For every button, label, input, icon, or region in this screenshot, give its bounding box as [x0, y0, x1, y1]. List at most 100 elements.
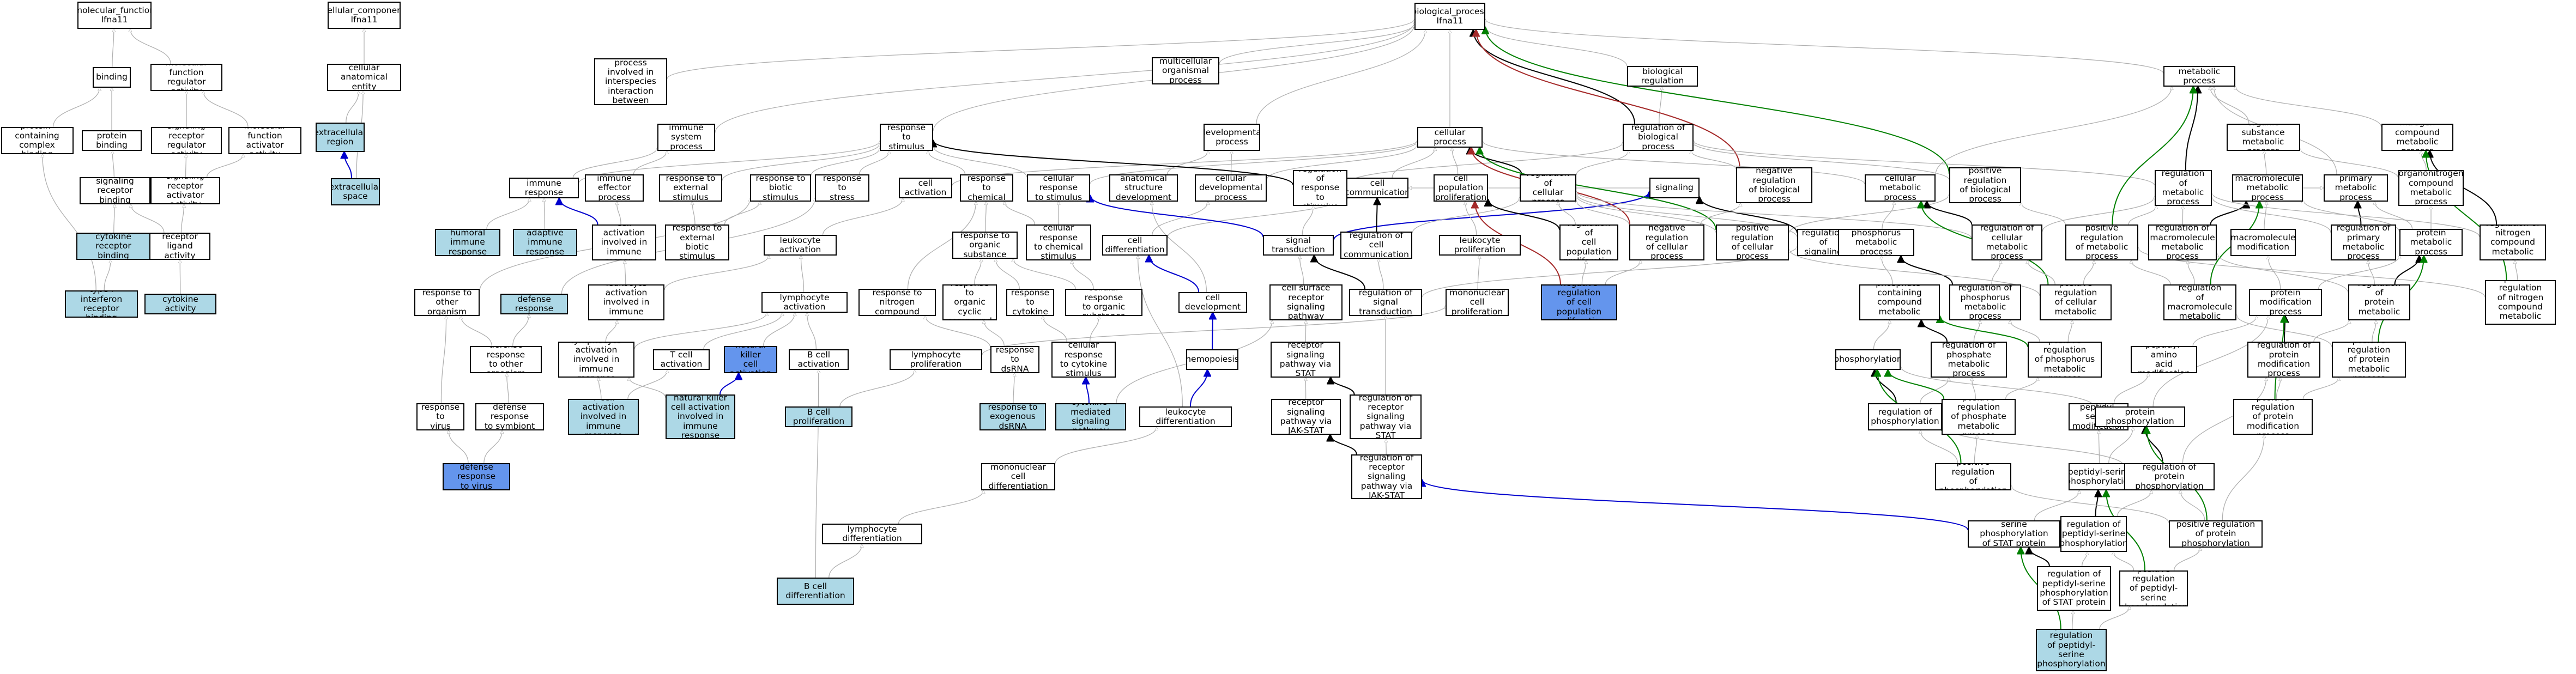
go-term-node-sraa2[interactable]: signaling receptor activator activity	[150, 177, 220, 204]
go-term-node-iep[interactable]: immune effector process	[585, 174, 644, 202]
go-term-node-rtoo[interactable]: response to other organism	[414, 289, 480, 316]
go-term-node-rtes[interactable]: response to external stimulus	[659, 174, 722, 202]
go-term-node-tca[interactable]: T cell activation	[653, 349, 710, 370]
go-term-node-cdev[interactable]: cell development	[1178, 292, 1247, 313]
go-term-node-rsp_jak[interactable]: receptor signaling pathway via JAK-STAT	[1271, 399, 1341, 435]
go-term-node-rtbs[interactable]: response to biotic stimulus	[750, 174, 811, 202]
go-term-node-csrsp[interactable]: cell surface receptor signaling pathway	[1269, 284, 1343, 320]
go-term-node-rbp[interactable]: regulation of biological process	[1623, 124, 1694, 151]
go-term-node-es[interactable]: extracellular space	[331, 178, 380, 205]
go-term-node-rpmod[interactable]: regulation of protein modification proce…	[2247, 342, 2320, 378]
go-term-node-prphos[interactable]: positive regulation of phosphorylation	[1935, 463, 2011, 490]
go-term-node-rpspstat[interactable]: regulation of peptidyl-serine phosphoryl…	[2037, 566, 2111, 611]
go-term-node-rrsp[interactable]: regulation of receptor signaling pathway…	[1350, 394, 1422, 439]
go-term-node-pmod[interactable]: protein modification process	[2249, 289, 2322, 316]
go-term-node-mcd[interactable]: mononuclear cell differentiation	[981, 463, 1055, 490]
go-term-node-crts[interactable]: cellular response to stimulus	[1027, 174, 1090, 202]
go-term-node-nkcaiir[interactable]: natural killer cell activation involved …	[666, 394, 735, 439]
go-term-node-prncmp[interactable]: positive regulation of nitrogen compound…	[2485, 280, 2556, 325]
go-term-node-pccmp[interactable]: phosphate-containing compound metabolic …	[1859, 284, 1940, 320]
go-term-node-cmp[interactable]: cellular metabolic process	[1865, 174, 1936, 202]
go-term-node-rtnc[interactable]: response to nitrogen compound	[858, 289, 936, 316]
go-term-node-rncmp[interactable]: regulation of nitrogen compound metaboli…	[2480, 224, 2546, 260]
go-term-node-devp[interactable]: developmental process	[1204, 124, 1260, 151]
go-term-node-rtocc[interactable]: response to organic cyclic compound	[942, 284, 997, 320]
go-term-node-laiir[interactable]: leukocyte activation involved in immune …	[588, 284, 664, 320]
go-term-node-isp[interactable]: immune system process	[657, 124, 715, 151]
go-term-node-tcaiir[interactable]: T cell activation involved in immune res…	[568, 399, 639, 435]
go-term-node-ldiff[interactable]: leukocyte differentiation	[1139, 406, 1232, 427]
go-term-node-nrbp[interactable]: negative regulation of biological proces…	[1736, 167, 1812, 203]
go-term-node-rsp_stat[interactable]: receptor signaling pathway via STAT	[1271, 342, 1340, 378]
go-term-node-mmp[interactable]: macromolecule metabolic process	[2232, 174, 2303, 202]
go-term-node-rphtmp[interactable]: regulation of phosphate metabolic proces…	[1931, 342, 2007, 378]
go-term-node-rtv[interactable]: response to virus	[416, 403, 464, 430]
go-term-node-rtebs[interactable]: response to external biotic stimulus	[665, 224, 729, 260]
go-term-node-rpphos[interactable]: regulation of protein phosphorylation	[2124, 463, 2215, 490]
go-term-node-asd[interactable]: anatomical structure development	[1109, 174, 1178, 202]
go-term-node-rphos[interactable]: regulation of phosphorylation	[1868, 403, 1942, 430]
go-term-node-rphmp[interactable]: regulation of phosphorus metabolic proce…	[1949, 284, 2021, 320]
go-term-node-pb[interactable]: protein binding	[82, 130, 142, 151]
go-term-node-prpsp[interactable]: positive regulation of peptidyl-serine p…	[2119, 570, 2188, 606]
go-term-node-rpsp[interactable]: regulation of peptidyl-serine phosphoryl…	[2060, 516, 2127, 552]
go-term-node-hemo[interactable]: hemopoiesis	[1186, 349, 1238, 370]
go-term-node-phos[interactable]: phosphorylation	[1835, 349, 1901, 370]
go-term-node-rpmp[interactable]: regulation of primary metabolic process	[2331, 224, 2396, 260]
go-term-node-crtos[interactable]: cellular response to organic substance	[1065, 289, 1142, 316]
go-term-node-osmp[interactable]: organic substance metabolic process	[2226, 124, 2300, 151]
go-term-node-pccb[interactable]: protein-containing complex binding	[1, 127, 74, 154]
go-term-node-cdiff[interactable]: cell differentiation	[1102, 235, 1168, 256]
go-term-node-rcc[interactable]: regulation of cell communication	[1340, 232, 1412, 259]
go-term-node-srb[interactable]: signaling receptor binding	[80, 177, 150, 204]
go-term-node-cc[interactable]: cellular_component Ifna11	[328, 2, 401, 29]
go-term-node-breg[interactable]: biological regulation	[1627, 66, 1698, 87]
go-term-node-bp[interactable]: biological_process Ifna11	[1414, 3, 1485, 30]
go-term-node-prmp[interactable]: positive regulation of metabolic process	[2065, 224, 2138, 260]
go-term-node-rrts[interactable]: regulation of response to stimulus	[1293, 170, 1347, 206]
go-term-node-lp[interactable]: leukocyte proliferation	[1439, 235, 1521, 256]
go-term-node-pmp[interactable]: primary metabolic process	[2324, 174, 2388, 202]
go-term-node-crtc[interactable]: cellular response to chemical stimulus	[1026, 224, 1091, 260]
go-term-node-bcd[interactable]: B cell differentiation	[777, 578, 854, 605]
go-term-node-nrcpp[interactable]: negative regulation of cell population p…	[1541, 284, 1617, 320]
go-term-node-prphtmp[interactable]: positive regulation of phosphate metabol…	[1942, 399, 2016, 435]
go-term-node-lyma[interactable]: lymphocyte activation	[761, 292, 848, 313]
go-term-node-prphmp[interactable]: positive regulation of phosphorus metabo…	[2028, 342, 2102, 378]
go-term-node-ca[interactable]: cell activation	[899, 178, 952, 198]
go-term-node-rmmp[interactable]: regulation of macromolecule metabolic pr…	[2148, 224, 2217, 260]
go-term-node-mop[interactable]: multicellular organismal process	[1152, 57, 1219, 84]
go-term-node-ncmp[interactable]: nitrogen compound metabolic process	[2381, 124, 2453, 151]
go-term-node-rrsjak[interactable]: regulation of receptor signaling pathway…	[1351, 454, 1422, 499]
go-term-node-lymp[interactable]: lymphocyte proliferation	[890, 349, 982, 370]
go-term-node-cyta[interactable]: cytokine activity	[144, 294, 216, 314]
go-term-node-rprotmp[interactable]: regulation of protein metabolic process	[2348, 284, 2410, 320]
go-term-node-prbp[interactable]: positive regulation of biological proces…	[1949, 167, 2021, 203]
go-term-node-la[interactable]: leukocyte activation	[764, 235, 837, 256]
go-term-node-cae[interactable]: cellular anatomical entity	[327, 64, 401, 91]
go-term-node-rtst[interactable]: response to stress	[815, 174, 869, 202]
go-term-node-ccom[interactable]: cell communication	[1346, 178, 1408, 198]
go-term-node-prpphos[interactable]: positive regulation of protein phosphory…	[2169, 520, 2263, 548]
go-term-node-spstat[interactable]: serine phosphorylation of STAT protein	[1968, 520, 2060, 548]
go-term-node-lymaiir[interactable]: lymphocyte activation involved in immune…	[558, 342, 634, 378]
go-term-node-sig[interactable]: signaling	[1649, 178, 1700, 198]
go-term-node-pphos[interactable]: protein phosphorylation	[2095, 406, 2185, 427]
go-term-node-cmsp[interactable]: cytokine-mediated signaling pathway	[1055, 403, 1126, 430]
go-term-node-drts[interactable]: defense response to symbiont	[475, 403, 544, 430]
go-term-node-sraa[interactable]: signaling receptor regulator activity	[151, 127, 222, 154]
go-term-node-rst[interactable]: regulation of signal transduction	[1349, 289, 1422, 316]
go-term-node-rcpp[interactable]: regulation of cell population proliferat…	[1559, 224, 1618, 260]
go-term-node-rcp[interactable]: regulation of cellular process	[1520, 174, 1576, 202]
go-term-node-t1ifn[interactable]: type I interferon receptor binding	[65, 290, 138, 318]
go-term-node-protmp[interactable]: protein metabolic process	[2399, 229, 2463, 256]
go-term-node-mm[interactable]: macromolecule modification	[2230, 229, 2296, 256]
go-term-node-caiir[interactable]: cell activation involved in immune respo…	[592, 224, 656, 260]
go-term-node-air[interactable]: adaptive immune response	[513, 229, 577, 256]
go-term-node-bca[interactable]: B cell activation	[789, 349, 849, 370]
go-term-node-mf[interactable]: molecular_function Ifna11	[77, 2, 152, 29]
go-term-node-rtcy[interactable]: response to cytokine	[1006, 289, 1054, 316]
go-term-node-rtds[interactable]: response to dsRNA	[990, 346, 1039, 373]
go-term-node-metp[interactable]: metabolic process	[2163, 66, 2235, 87]
go-term-node-bcp[interactable]: B cell proliferation	[785, 406, 852, 427]
